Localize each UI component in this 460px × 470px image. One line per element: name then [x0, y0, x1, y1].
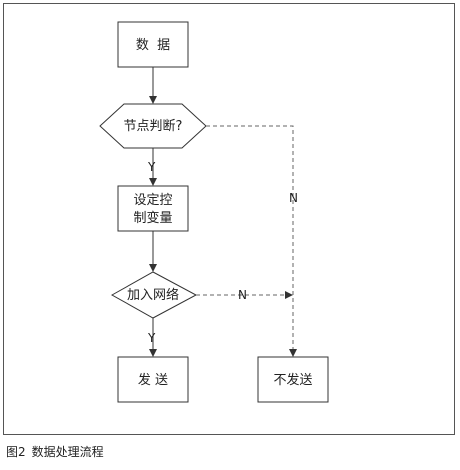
figure-number: 图2 — [6, 445, 26, 459]
node-data-label: 数 据 — [136, 38, 170, 53]
node-send-label: 发 送 — [138, 372, 168, 388]
node-join-label: 加入网络 — [127, 287, 179, 303]
node-set-vars-label-line2: 制变量 — [133, 210, 172, 226]
edge-label-no-2: N — [238, 288, 247, 302]
edge-label-yes-1: Y — [147, 160, 156, 174]
edge-label-yes-2: Y — [147, 331, 156, 345]
figure-title: 数据处理流程 — [31, 445, 104, 459]
figure-caption: 图2 数据处理流程 — [6, 443, 110, 460]
node-nosend-label: 不发送 — [273, 372, 312, 388]
node-set-vars-label-line1: 设定控 — [133, 193, 172, 208]
edge-check-no-branch — [206, 125, 297, 357]
node-check-label: 节点判断? — [124, 119, 183, 134]
node-send-box — [117, 356, 189, 403]
edge-label-no-1: N — [289, 191, 298, 205]
flowchart: 数 据 节点判断? 设定控 制变量 加入网络 发 送 不发送 Y Y N N — [99, 21, 329, 403]
figure-frame — [3, 3, 455, 435]
node-nosend-box — [257, 356, 329, 403]
